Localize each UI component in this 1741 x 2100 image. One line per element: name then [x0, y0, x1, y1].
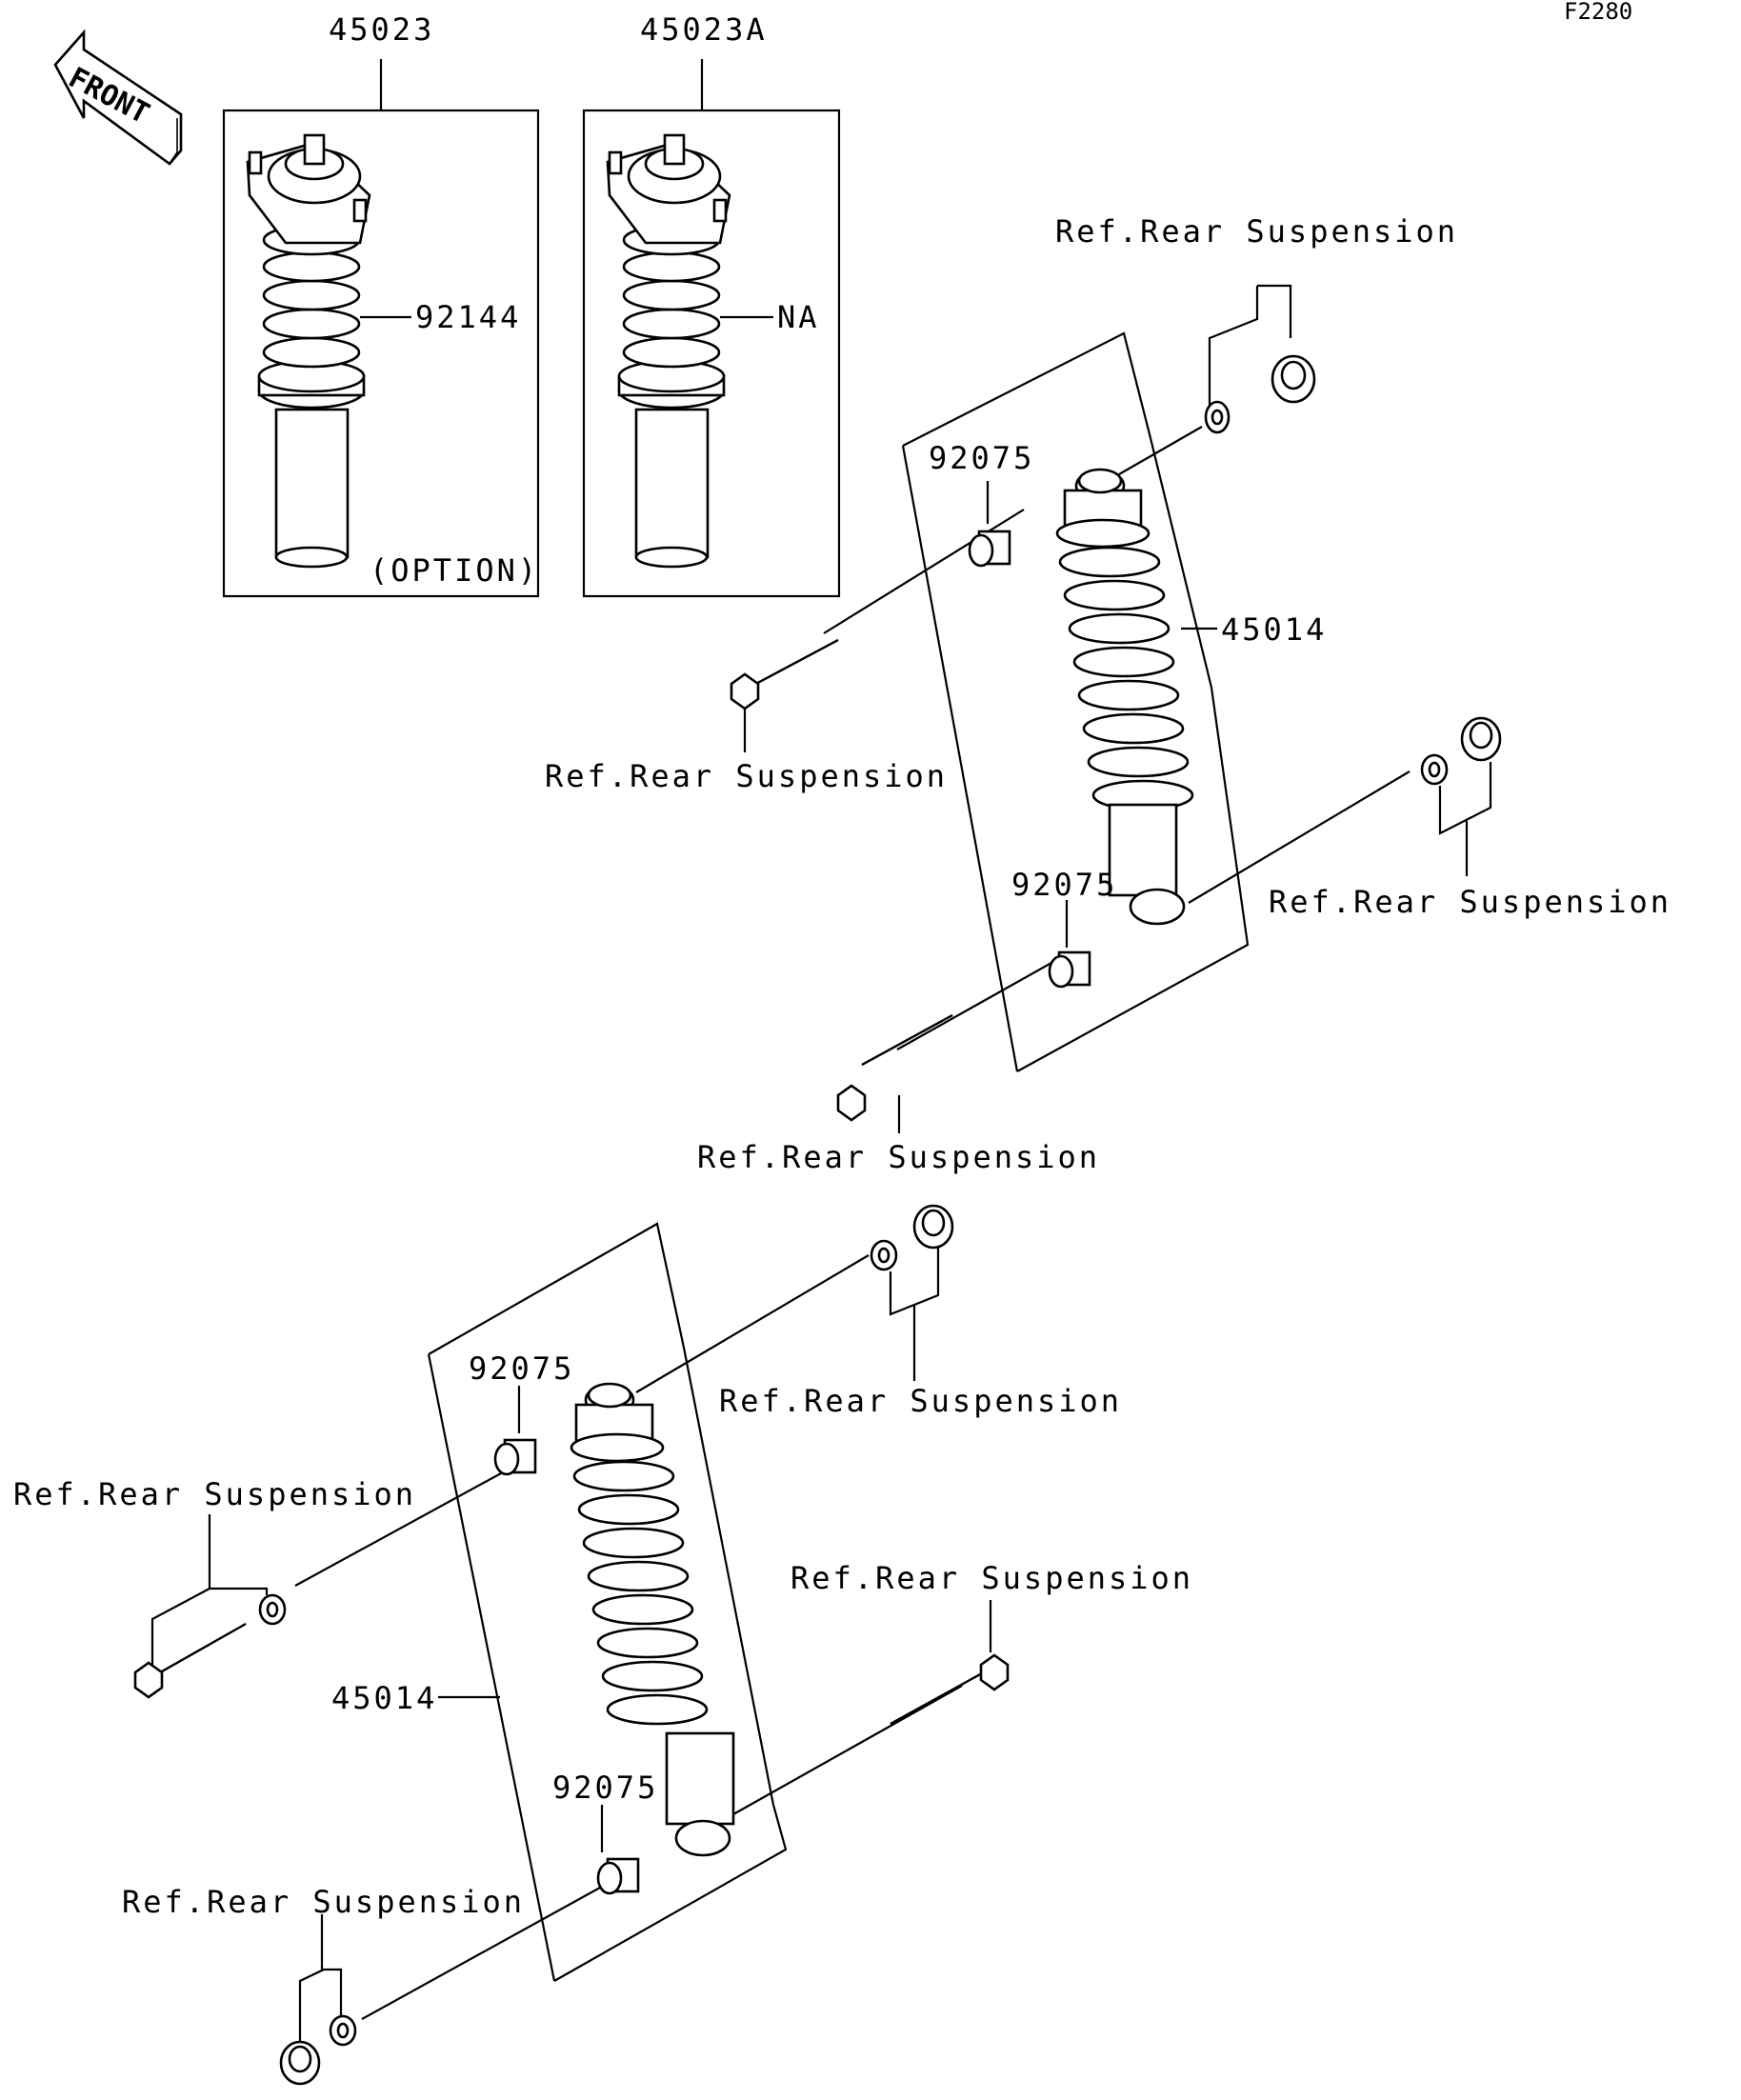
part-number-45023A: 45023A [640, 11, 768, 48]
part-number-45023: 45023 [329, 11, 434, 48]
washer-lower-b [258, 1593, 287, 1626]
shock-group-upper: 45014 92075 92075 Ref.Rear Suspension Re… [545, 213, 1671, 1175]
part-number-NA: NA [777, 299, 820, 335]
ref-rear-suspension-7: Ref.Rear Suspension [790, 1560, 1193, 1596]
shock-group-lower: 45014 92075 92075 Ref.Rear Suspension Re… [13, 1204, 1193, 2086]
washer-lower-a [870, 1239, 898, 1271]
ref-rear-suspension-5: Ref.Rear Suspension [719, 1383, 1122, 1419]
figure-code: F2280 [1564, 0, 1632, 25]
collar-92075-c [493, 1438, 537, 1476]
part-number-45014-lower: 45014 [331, 1680, 437, 1716]
collar-92075-d [596, 1857, 640, 1895]
ref-rear-suspension-6: Ref.Rear Suspension [13, 1476, 416, 1512]
part-number-92144: 92144 [415, 299, 521, 335]
ref-rear-suspension-2: Ref.Rear Suspension [545, 758, 948, 794]
part-number-92075-4: 92075 [552, 1770, 658, 1806]
ref-rear-suspension-4: Ref.Rear Suspension [697, 1139, 1100, 1175]
part-number-45014-upper: 45014 [1221, 611, 1327, 648]
nut-upper-b [1460, 716, 1502, 762]
option-note: (OPTION) [370, 552, 539, 589]
assembly-box-right: 45023A NA [582, 11, 841, 598]
front-arrow-icon: FRONT [53, 29, 183, 166]
washer-upper-b [1420, 753, 1449, 786]
bolt-lower-a [133, 1623, 247, 1699]
shock-absorber-upper [1055, 468, 1194, 926]
collar-92075-a [968, 530, 1011, 568]
ref-rear-suspension-3: Ref.Rear Suspension [1269, 884, 1671, 920]
part-number-92075-2: 92075 [1011, 867, 1117, 903]
assembly-box-left: 45023 92144 (OPTION) [222, 11, 540, 598]
part-number-92075-3: 92075 [469, 1350, 574, 1387]
bolt-upper-a [730, 639, 839, 710]
ref-rear-suspension-8: Ref.Rear Suspension [122, 1884, 525, 1920]
strut-assembly-right [606, 133, 731, 569]
bolt-upper-b [836, 1014, 953, 1122]
collar-92075-b [1048, 950, 1091, 989]
ref-rear-suspension-1: Ref.Rear Suspension [1055, 213, 1458, 250]
nut-upper-a [1271, 354, 1316, 404]
washer-upper-a [1204, 400, 1231, 434]
nut-lower-a [912, 1204, 954, 1250]
washer-lower-c [329, 2014, 357, 2047]
part-number-92075-1: 92075 [929, 440, 1034, 476]
bolt-lower-b [890, 1653, 1010, 1725]
nut-lower-b [279, 2040, 321, 2086]
shock-absorber-lower [570, 1382, 735, 1857]
strut-assembly-left [246, 133, 371, 569]
